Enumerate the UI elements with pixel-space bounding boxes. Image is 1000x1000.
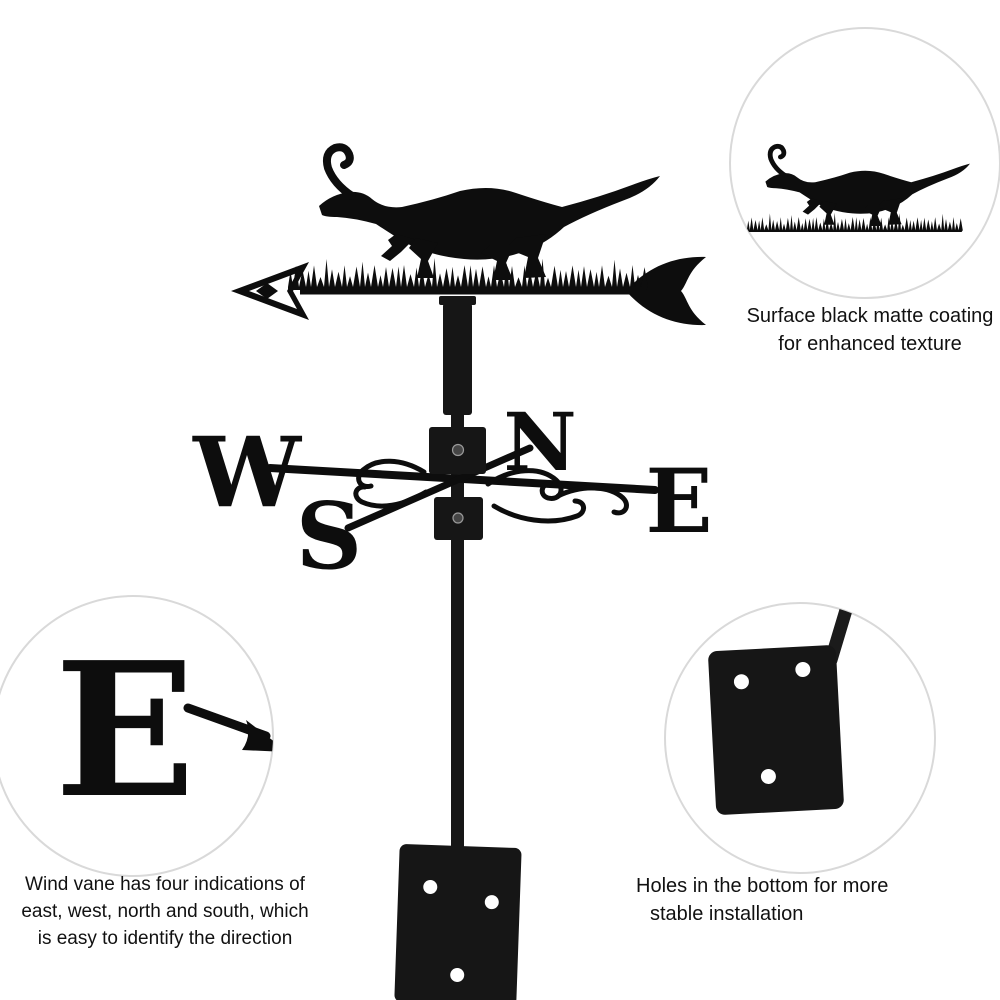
caption-line: is easy to identify the direction — [37, 927, 293, 949]
mounting-plate-zoom — [708, 645, 844, 815]
dinosaur-zoom-detail — [747, 146, 970, 232]
hub-screw-lower — [452, 512, 464, 524]
caption-bottom-holes: Holes in the bottom for more stable inst… — [636, 872, 986, 929]
mounting-plate — [394, 844, 522, 1000]
inset-circle-direction: E — [0, 595, 274, 877]
caption-line: Wind vane has four indications of — [25, 874, 305, 895]
scrollwork-ornament — [491, 498, 586, 524]
direction-letter-south: S — [296, 482, 362, 590]
inset-ring — [664, 602, 936, 874]
caption-line: Surface black matte coating — [746, 305, 994, 327]
inset-circle-mounting — [664, 602, 936, 874]
mounting-hole — [484, 895, 499, 910]
direction-cross: W N E S — [192, 395, 712, 590]
arrow-head-diamond — [256, 283, 278, 299]
weathervane-main: W N E S — [192, 147, 713, 1000]
inset-ring — [729, 27, 1000, 299]
mounting-hole — [733, 674, 749, 690]
direction-letter-east: E — [645, 449, 712, 553]
caption-direction-indications: Wind vane has four indications of east, … — [0, 872, 330, 953]
inset-circle-coating — [729, 27, 1000, 299]
caption-line: stable installation — [650, 903, 804, 926]
direction-letter-east-zoom: E — [54, 621, 195, 839]
scrollwork-ornament — [555, 485, 629, 516]
mounting-hole — [423, 880, 438, 895]
mounting-hole — [795, 662, 811, 678]
dinosaur-silhouette — [288, 147, 660, 290]
mounting-hole — [450, 968, 465, 983]
direction-letter-west: W — [192, 416, 302, 529]
arrow-fletching — [626, 256, 706, 326]
caption-line: for enhanced texture — [778, 333, 962, 356]
north-south-arm — [344, 444, 534, 532]
hub-screw-upper — [451, 443, 465, 457]
inset-ring — [0, 595, 274, 877]
mounting-hole — [760, 768, 776, 784]
pole-upper-sleeve — [443, 303, 472, 415]
scrollwork-ornament — [353, 484, 429, 509]
pole-top-flange — [439, 296, 476, 305]
arrow-shaft — [300, 287, 640, 295]
caption-surface-coating: Surface black matte coating for enhanced… — [690, 302, 1000, 359]
arm-ornament — [242, 720, 273, 752]
caption-line: Holes in the bottom for more — [636, 875, 889, 897]
wind-arrow — [231, 256, 706, 326]
scrollwork-ornament — [485, 468, 564, 501]
direction-letter-north: N — [503, 395, 576, 489]
caption-line: east, west, north and south, which — [21, 900, 309, 922]
pole-zoom-detail — [824, 603, 865, 667]
